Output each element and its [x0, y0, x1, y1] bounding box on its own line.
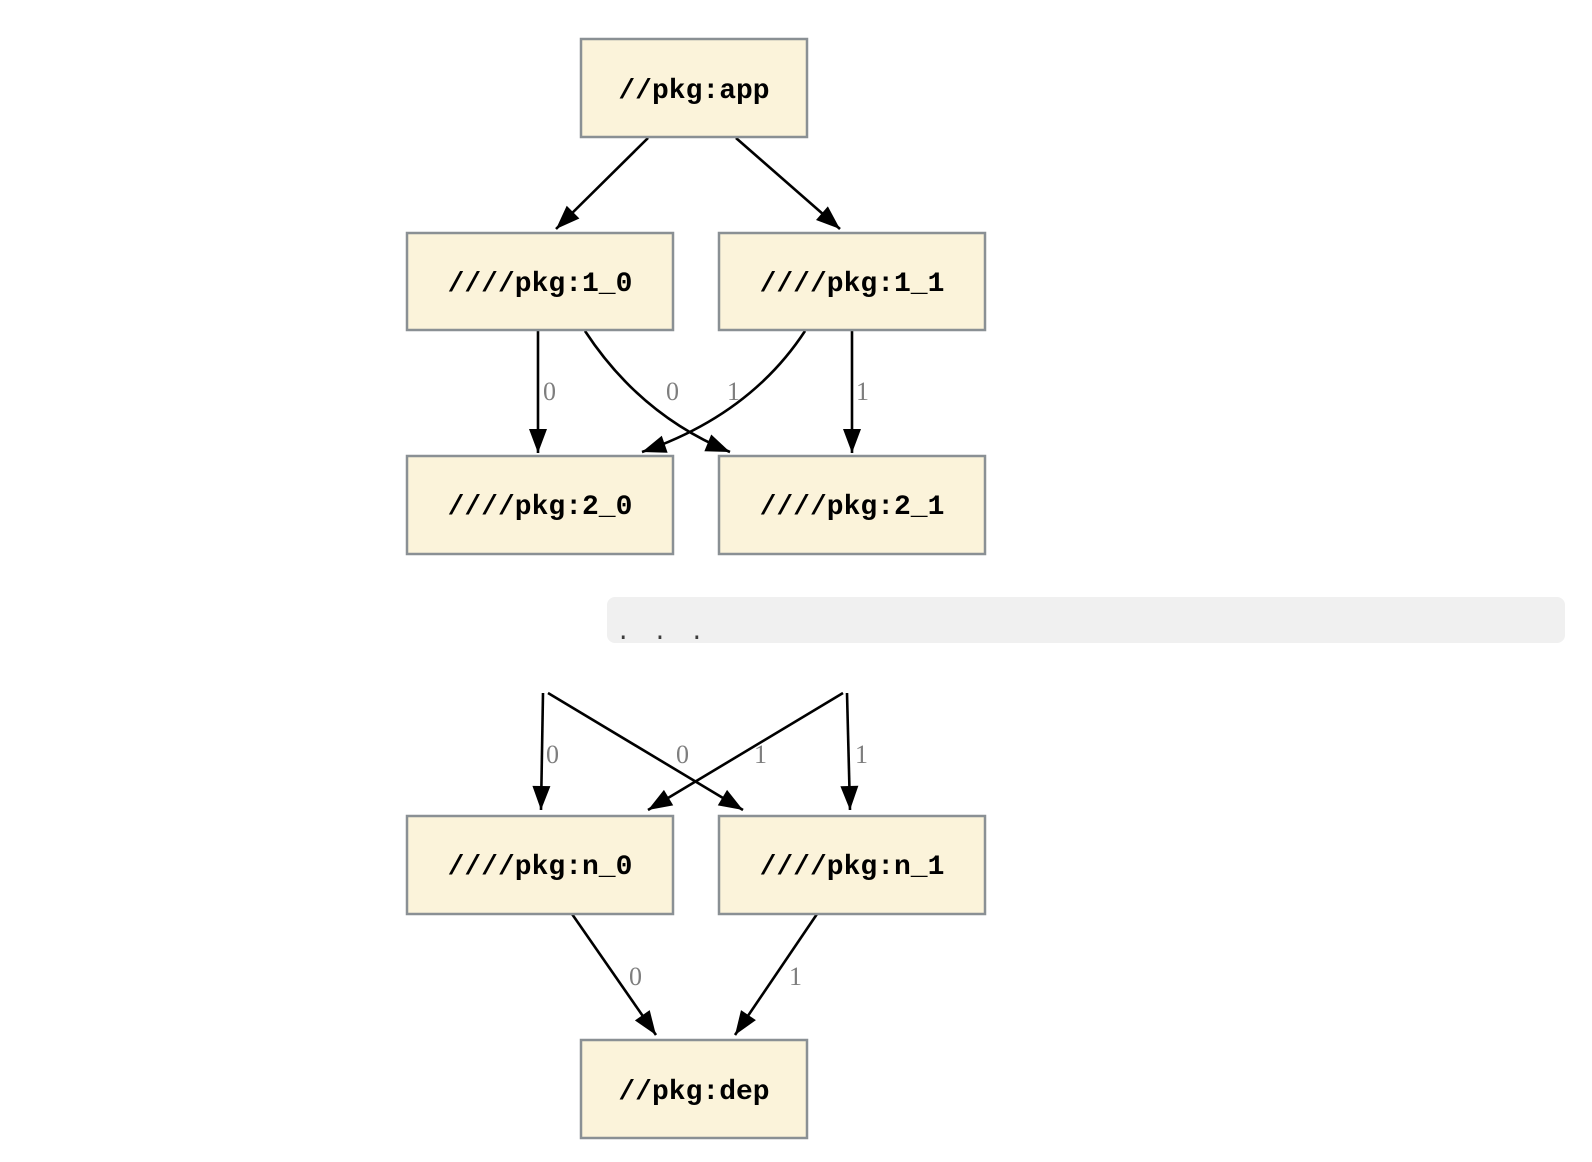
edge-ellipsis-to-n_0-cross — [647, 691, 844, 812]
node-pkg-2_1-label: ////pkg:2_1 — [760, 492, 945, 523]
edge-n_1-to-dep — [733, 913, 819, 1036]
node-pkg-app-box — [579, 37, 809, 139]
edge-ellipsis-to-n_0-left — [532, 692, 551, 811]
node-pkg-app-label: //pkg:app — [618, 76, 769, 107]
node-pkg-2_0-label: ////pkg:2_0 — [448, 492, 633, 523]
node-pkg-dep: //pkg:dep — [579, 1038, 809, 1140]
node-pkg-2_1: ////pkg:2_1 — [717, 454, 987, 556]
node-pkg-1_0-label: ////pkg:1_0 — [448, 269, 633, 300]
node-pkg-app: //pkg:app — [579, 37, 809, 139]
ellipsis-dots: . . . — [616, 620, 704, 647]
node-pkg-n_1-label: ////pkg:n_1 — [760, 852, 945, 883]
edge-1_1-to-2_0 — [641, 330, 807, 454]
node-pkg-n_0-box — [405, 814, 675, 916]
edge-ellipsis-to-n_1-cross — [547, 691, 744, 812]
edge-label-1_0-to-2_0: 0 — [543, 377, 556, 406]
edge-label-1_1-to-2_1: 1 — [856, 377, 869, 406]
node-pkg-2_0-box — [405, 454, 675, 556]
node-pkg-1_1-box — [717, 231, 987, 332]
node-pkg-2_0: ////pkg:2_0 — [405, 454, 675, 556]
node-pkg-n_1-box — [717, 814, 987, 916]
edge-label-ellipsis-n_0-cross: 1 — [754, 740, 767, 769]
node-pkg-n_0: ////pkg:n_0 — [405, 814, 675, 916]
edge-label-n_1-to-dep: 1 — [789, 962, 802, 991]
edge-label-1_0-to-2_1: 0 — [666, 377, 679, 406]
node-pkg-dep-box — [579, 1038, 809, 1140]
node-pkg-dep-label: //pkg:dep — [618, 1077, 769, 1108]
node-pkg-n_1: ////pkg:n_1 — [717, 814, 987, 916]
node-pkg-1_1: ////pkg:1_1 — [717, 231, 987, 332]
node-pkg-1_0-box — [405, 231, 675, 332]
edge-label-n_0-to-dep: 0 — [629, 962, 642, 991]
edge-label-ellipsis-n_0-left: 0 — [546, 740, 559, 769]
edge-n_0-to-dep — [570, 913, 658, 1036]
edge-label-ellipsis-n_1-right: 1 — [855, 740, 868, 769]
node-pkg-1_0: ////pkg:1_0 — [405, 231, 675, 332]
edge-label-1_1-to-2_0: 1 — [727, 377, 740, 406]
node-pkg-n_0-label: ////pkg:n_0 — [448, 852, 633, 883]
edge-app-to-1_1 — [735, 137, 841, 230]
ellipsis-band — [607, 597, 1565, 643]
node-pkg-2_1-box — [717, 454, 987, 556]
edge-app-to-1_0 — [555, 137, 649, 230]
edge-1_0-to-2_1 — [583, 330, 731, 454]
node-pkg-1_1-label: ////pkg:1_1 — [760, 269, 945, 300]
edge-ellipsis-to-n_1-right — [840, 692, 859, 811]
edge-label-ellipsis-n_1-cross: 0 — [676, 740, 689, 769]
